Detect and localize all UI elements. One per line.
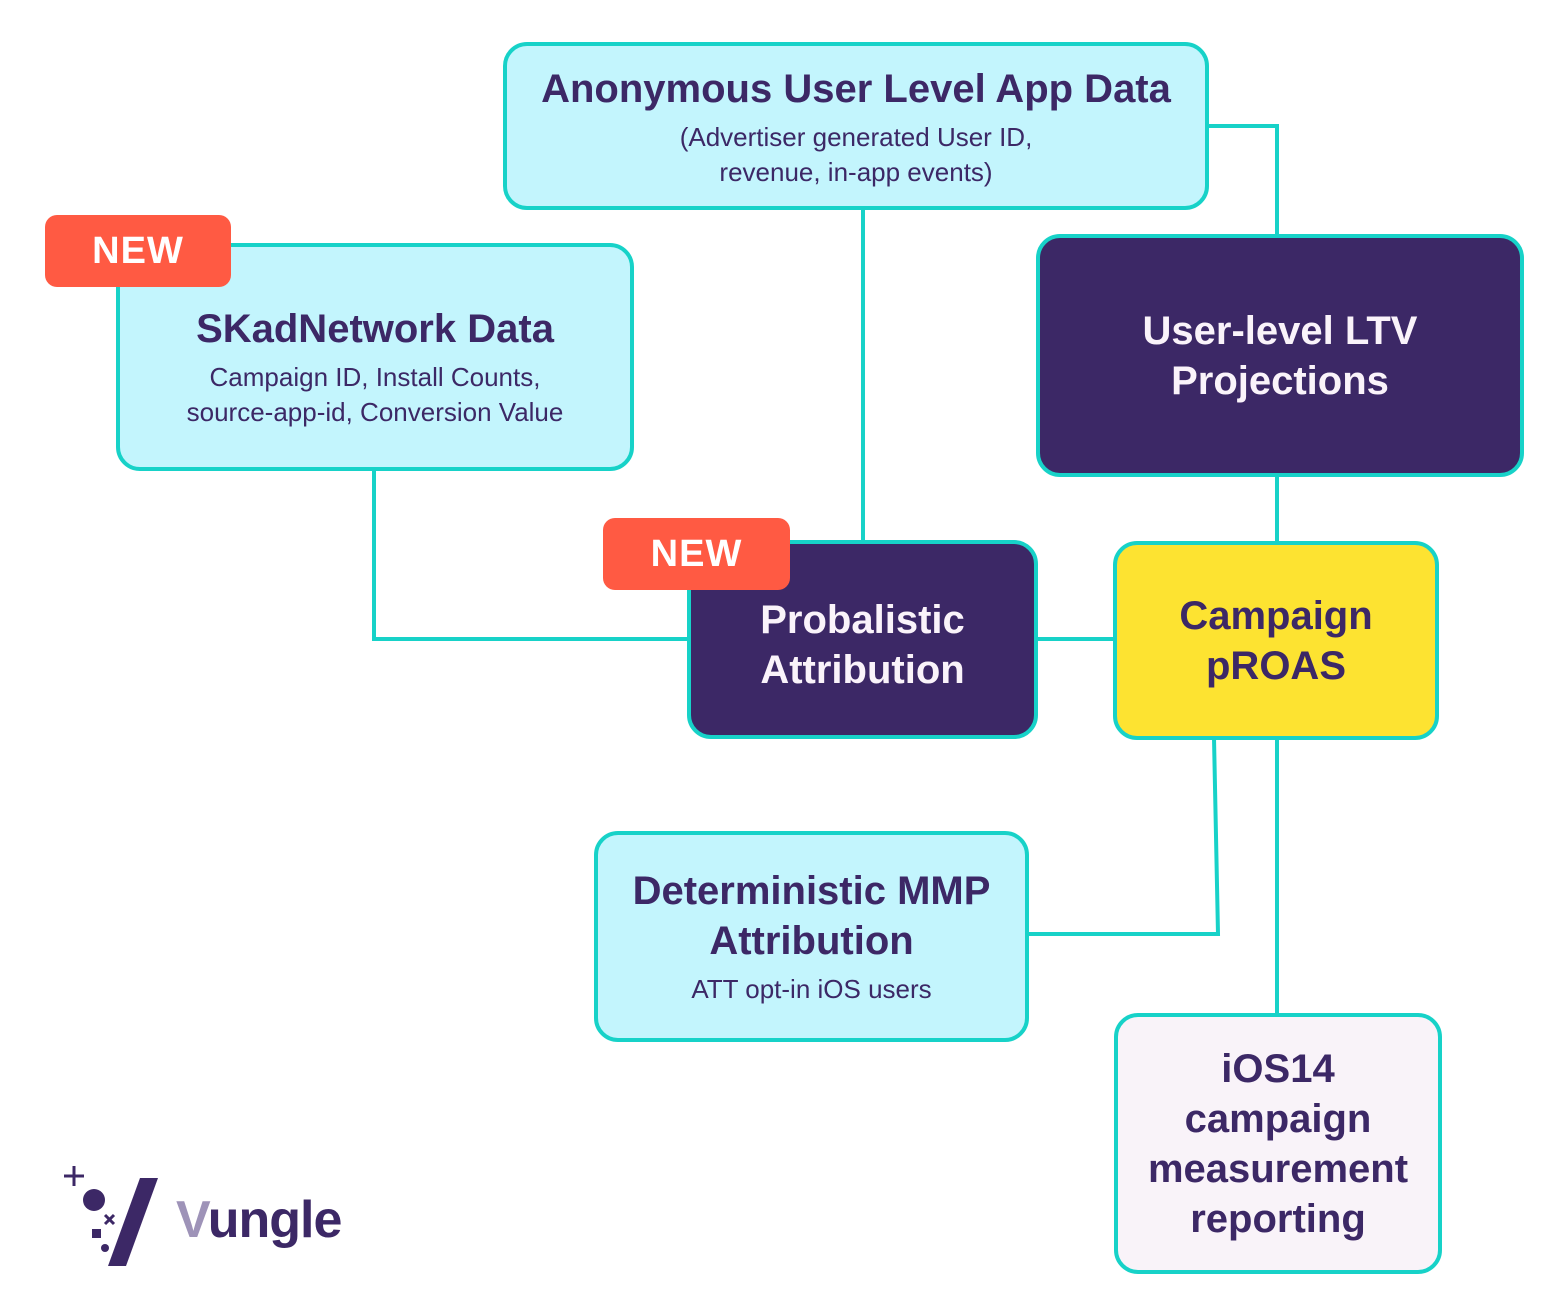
node-title: SKadNetwork Data bbox=[196, 307, 554, 351]
node-campaign-proas: Campaign pROAS bbox=[1113, 541, 1439, 740]
node-title-line: Attribution bbox=[709, 919, 914, 963]
vungle-wordmark: Vungle bbox=[176, 1190, 343, 1250]
node-title-line: reporting bbox=[1190, 1196, 1366, 1241]
node-title: Anonymous User Level App Data bbox=[541, 67, 1171, 111]
node-title-line: measurement bbox=[1147, 1146, 1409, 1191]
node-title-line: Attribution bbox=[760, 647, 965, 692]
wordmark-rest: ungle bbox=[207, 1191, 343, 1249]
edge-anonymous-to-ltv bbox=[1207, 124, 1279, 236]
edge-skadnetwork-to-probabilistic bbox=[372, 469, 689, 641]
node-subtitle: (Advertiser generated User ID, revenue, … bbox=[680, 120, 1033, 190]
vungle-mark-icon bbox=[64, 1166, 158, 1266]
subtitle-line: revenue, in-app events) bbox=[719, 157, 993, 187]
wordmark-v: V bbox=[176, 1191, 209, 1249]
node-deterministic-mmp-attribution: Deterministic MMP Attribution ATT opt-in… bbox=[594, 831, 1029, 1042]
node-title-line: Projections bbox=[1171, 358, 1389, 403]
node-title-line: campaign bbox=[1184, 1096, 1372, 1141]
node-skadnetwork-data: SKadNetwork Data Campaign ID, Install Co… bbox=[116, 243, 634, 471]
node-user-level-ltv-projections: User-level LTV Projections bbox=[1036, 234, 1524, 477]
node-title-line: Probalistic bbox=[760, 597, 965, 642]
subtitle-line: Campaign ID, Install Counts, bbox=[209, 362, 541, 392]
new-badge: NEW bbox=[45, 215, 231, 287]
node-subtitle: Campaign ID, Install Counts, source-app-… bbox=[187, 360, 564, 430]
node-title-line: iOS14 bbox=[1221, 1046, 1335, 1091]
node-title-line: Campaign bbox=[1179, 593, 1373, 638]
node-anonymous-user-level-app-data: Anonymous User Level App Data (Advertise… bbox=[503, 42, 1209, 210]
node-probabilistic-attribution: Probalistic Attribution bbox=[687, 540, 1038, 739]
vungle-logo: Vungle bbox=[58, 1160, 348, 1270]
node-ios14-campaign-measurement-reporting: iOS14 campaign measurement reporting bbox=[1114, 1013, 1442, 1274]
node-subtitle: ATT opt-in iOS users bbox=[691, 974, 932, 1004]
node-title-line: pROAS bbox=[1206, 643, 1346, 688]
edge-deterministic-to-proas bbox=[1027, 737, 1221, 936]
subtitle-line: source-app-id, Conversion Value bbox=[186, 397, 564, 427]
subtitle-line: (Advertiser generated User ID, bbox=[679, 122, 1033, 152]
node-title-line: Deterministic MMP bbox=[632, 869, 991, 913]
new-badge: NEW bbox=[603, 518, 790, 590]
node-title-line: User-level LTV bbox=[1142, 308, 1418, 353]
